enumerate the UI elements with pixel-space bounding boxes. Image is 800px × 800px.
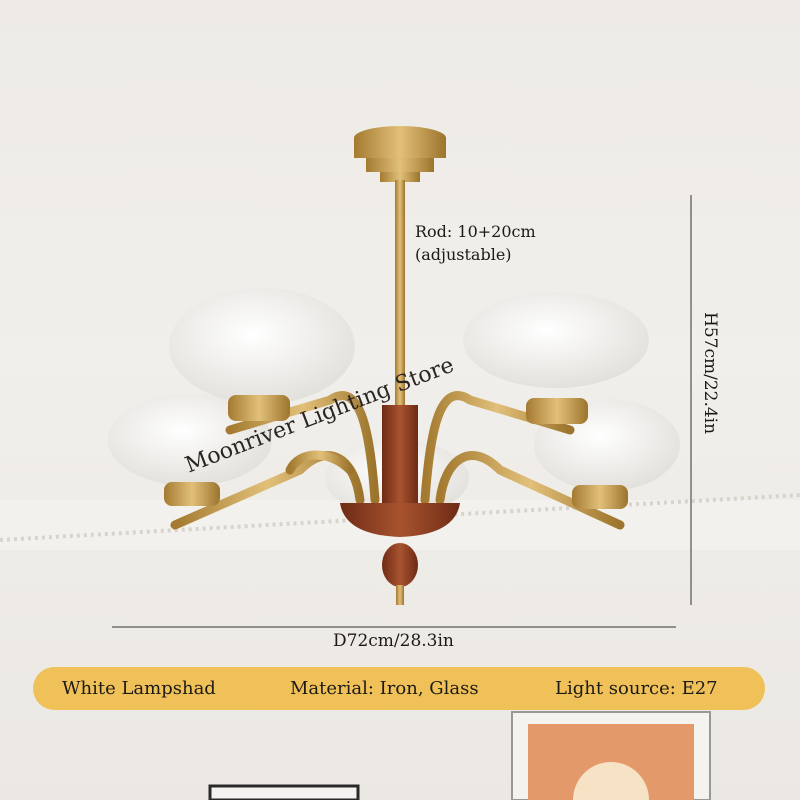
light-source-spec: Light source: E27: [555, 678, 718, 699]
material-spec: Material: Iron, Glass: [290, 678, 479, 699]
arms: [170, 391, 625, 530]
spec-bar: White Lampshad Material: Iron, Glass Lig…: [33, 667, 765, 710]
wall-art: [208, 711, 711, 800]
rod-length-label: Rod: 10+20cm: [415, 222, 536, 241]
diameter-label: D72cm/28.3in: [333, 631, 454, 651]
wood-column: [382, 405, 418, 505]
shade: [463, 292, 649, 388]
finial-tip: [396, 585, 404, 605]
shade: [169, 288, 355, 404]
wood-finial: [382, 543, 418, 587]
height-label: H57cm/22.4in: [700, 312, 720, 435]
ceiling-canopy: [354, 126, 446, 182]
rod: [395, 180, 405, 420]
rod-annotation: Rod: 10+20cm (adjustable): [415, 220, 536, 266]
wood-bowl: [340, 503, 460, 537]
lamp-holders: [164, 395, 628, 509]
shade-spec: White Lampshad: [62, 678, 216, 699]
rod-adjustable-label: (adjustable): [415, 245, 512, 264]
